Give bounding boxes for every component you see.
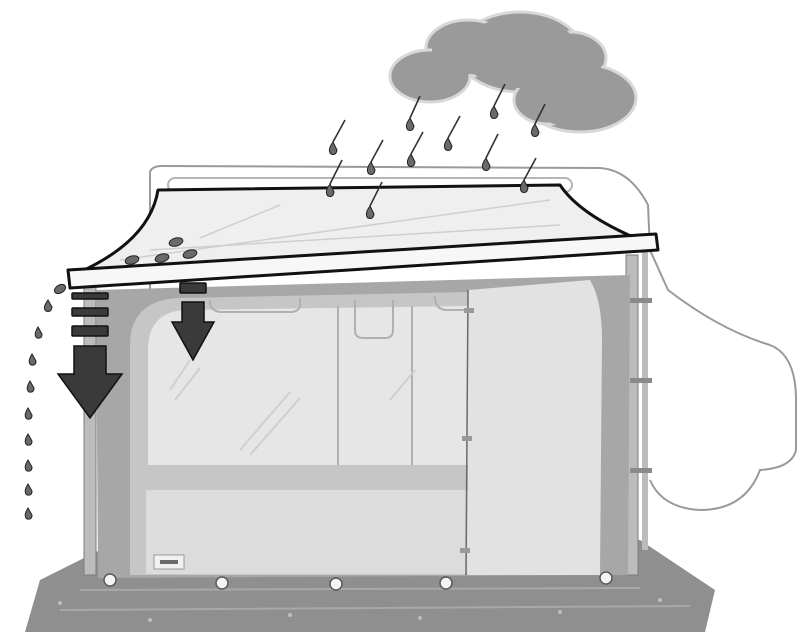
cloud-icon bbox=[390, 12, 636, 132]
drip-line bbox=[25, 300, 52, 519]
